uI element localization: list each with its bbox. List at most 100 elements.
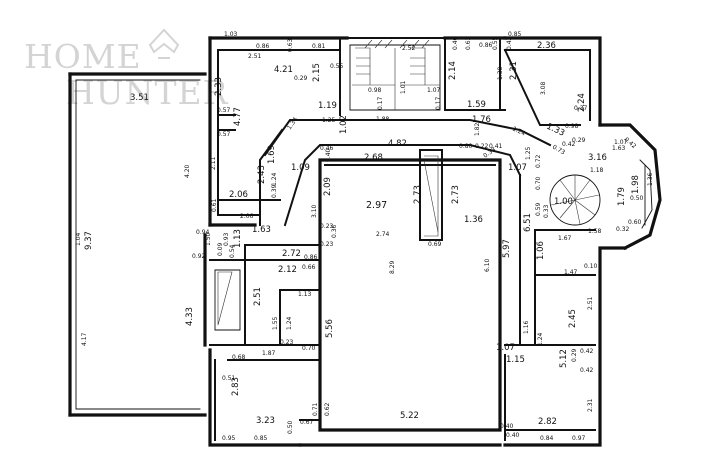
label: 1.36 xyxy=(464,215,483,225)
label: 1.13 xyxy=(298,291,312,298)
label: 3.16 xyxy=(588,153,607,163)
label: 1.19 xyxy=(318,101,337,111)
label: 1.76 xyxy=(472,115,491,125)
label: 1.98 xyxy=(631,175,641,194)
label: 0.81 xyxy=(312,43,326,50)
label: 3.08 xyxy=(540,81,547,95)
label: 0.32 xyxy=(616,226,630,233)
watermark-brand-bottom: HUNTER xyxy=(66,73,229,112)
label: 1.06 xyxy=(536,241,546,260)
label: 0.86 xyxy=(256,43,270,50)
label: 1.67 xyxy=(558,235,572,242)
label: 1.59 xyxy=(467,100,486,110)
label: 0.85 xyxy=(254,435,268,442)
label: 2.73 xyxy=(451,185,461,204)
label: 1.07 xyxy=(508,163,527,173)
label: 5.22 xyxy=(400,411,419,421)
label: 2.09 xyxy=(323,177,333,196)
label: 0.98 xyxy=(565,123,579,130)
label: 0.50 xyxy=(287,420,294,434)
label: 1.47 xyxy=(564,269,578,276)
label: 0.57 xyxy=(217,107,231,114)
label: 0.40 xyxy=(325,148,332,162)
label: 2.51 xyxy=(587,296,594,310)
label: 2.51 xyxy=(253,287,263,306)
label: 0.22 xyxy=(475,143,489,150)
label: 1.24 xyxy=(511,125,526,137)
label: 2.14 xyxy=(448,61,458,80)
label: 0.40 xyxy=(500,423,514,430)
outer-walls xyxy=(203,36,662,447)
label: 0.37 xyxy=(574,105,588,112)
label: 2.31 xyxy=(509,61,519,80)
label: 0.98 xyxy=(368,87,382,94)
label: 0.86 xyxy=(304,254,318,261)
label: 1.25 xyxy=(525,146,532,160)
label: 0.72 xyxy=(535,154,542,168)
label: 0.17 xyxy=(435,96,442,110)
label: 1.63 xyxy=(252,225,271,235)
label: 0.66 xyxy=(302,264,316,271)
label: 0.29 xyxy=(294,75,308,82)
label: 1.07 xyxy=(614,139,628,146)
dimension-labels: 1.03 0.86 0.63 0.81 2.51 4.21 0.29 2.15 … xyxy=(75,31,654,442)
label: 0.97 xyxy=(572,435,586,442)
label: 1.09 xyxy=(291,163,310,173)
label: 2.51 xyxy=(248,53,262,60)
label: 1.50 xyxy=(205,232,212,246)
label: 4.21 xyxy=(274,65,293,75)
label: 1.55 xyxy=(272,316,279,330)
room-left-large xyxy=(68,72,207,417)
label: 0.85 xyxy=(508,31,522,38)
label: 2.06 xyxy=(229,190,248,200)
label: 1.87 xyxy=(262,350,276,357)
label: 0.57 xyxy=(217,131,231,138)
label: 0.46 xyxy=(320,145,334,152)
label: 8.29 xyxy=(389,260,396,274)
label: 0.46 xyxy=(452,36,459,50)
label: 0.94 xyxy=(196,229,210,236)
label: 0.84 xyxy=(540,435,554,442)
label: 6.10 xyxy=(484,258,491,272)
label: 0.23 xyxy=(320,241,334,248)
label: 3.51 xyxy=(130,93,149,103)
label: 0.50 xyxy=(630,195,644,202)
label: 1.79 xyxy=(617,187,627,206)
label: 1.04 xyxy=(75,232,82,246)
label: 0.63 xyxy=(287,38,294,52)
label: 2.43 xyxy=(257,165,267,184)
label: 0.10 xyxy=(584,263,598,270)
label: 0.62 xyxy=(324,402,331,416)
label: 1.82 xyxy=(474,122,481,136)
label: 0.40 xyxy=(506,432,520,439)
label: 0.68 xyxy=(232,354,246,361)
label: 0.71 xyxy=(312,402,319,416)
label: 1.58 xyxy=(588,228,602,235)
label: 1.13 xyxy=(233,229,243,248)
label: 1.25 xyxy=(322,117,336,124)
label: 0.41 xyxy=(489,143,503,150)
label: 0.36 xyxy=(331,224,338,238)
label: 1.16 xyxy=(523,320,530,334)
label: 1.38 xyxy=(497,66,504,80)
label: 1.03 xyxy=(224,31,238,38)
label: 2.73 xyxy=(413,185,423,204)
label: 0.86 xyxy=(479,42,493,49)
label: 0.59 xyxy=(535,202,542,216)
label: 2.11 xyxy=(210,156,217,170)
label: 9.37 xyxy=(84,231,94,250)
label: 2.74 xyxy=(376,231,390,238)
label: 0.23 xyxy=(280,339,294,346)
label: 1.36 xyxy=(647,172,654,186)
label: 1.07 xyxy=(427,87,441,94)
label: 2.06 xyxy=(240,213,254,220)
label: 1.24 xyxy=(271,172,278,186)
label: 1.02 xyxy=(339,115,349,134)
label: 6.51 xyxy=(523,213,533,232)
label: 1.18 xyxy=(590,167,604,174)
label: 0.42 xyxy=(506,36,513,50)
label: 0.09 xyxy=(217,242,224,256)
label: 4.77 xyxy=(233,107,243,126)
label: 0.29 xyxy=(571,348,578,362)
